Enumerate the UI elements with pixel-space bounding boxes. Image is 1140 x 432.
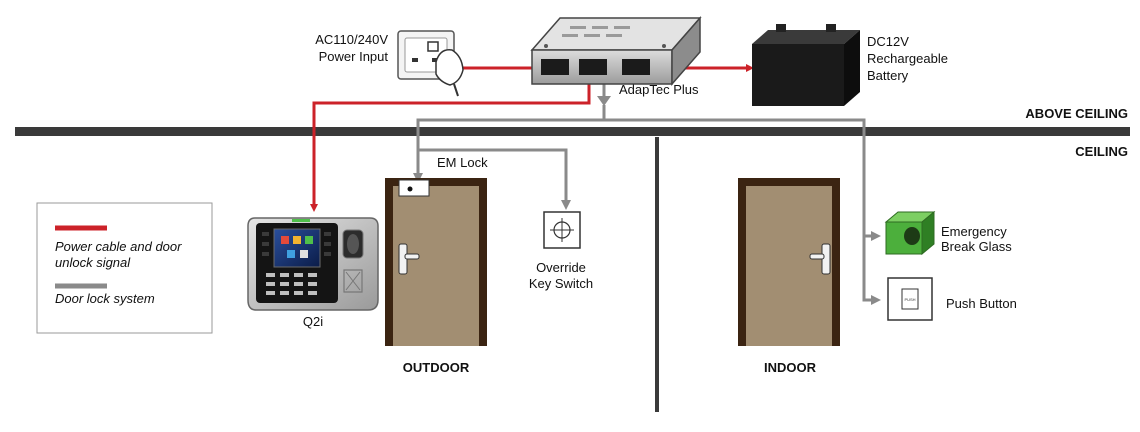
em-lock-dot bbox=[407, 186, 413, 192]
battery-label-line2: Rechargeable bbox=[867, 51, 948, 66]
door-handle-icon bbox=[398, 243, 420, 275]
emergency-label-line1: Emergency bbox=[941, 224, 1007, 239]
legend-lock-label: Door lock system bbox=[55, 291, 155, 306]
power-input-label-line2: Power Input bbox=[319, 49, 389, 64]
door-handle-icon bbox=[809, 243, 831, 275]
key-switch-icon bbox=[543, 211, 581, 249]
fingerprint-reader-icon bbox=[247, 217, 379, 311]
break-glass-icon bbox=[884, 210, 936, 256]
above-ceiling-label: ABOVE CEILING bbox=[1025, 106, 1128, 121]
push-button-label: Push Button bbox=[946, 296, 1017, 311]
emergency-label-line2: Break Glass bbox=[941, 239, 1012, 254]
power-input-label-line1: AC110/240V bbox=[315, 32, 388, 47]
indoor-label: INDOOR bbox=[764, 360, 817, 375]
ceiling-line bbox=[15, 127, 1130, 136]
battery-icon bbox=[752, 24, 860, 106]
em-lock-icon bbox=[398, 179, 430, 197]
power-plug-icon bbox=[435, 49, 464, 97]
reader-label: Q2i bbox=[303, 314, 323, 329]
legend-power-line1: Power cable and door bbox=[55, 239, 182, 254]
push-button-face-text: PUSH bbox=[904, 297, 915, 302]
override-label-line2: Key Switch bbox=[529, 276, 593, 291]
indoor-door bbox=[738, 178, 840, 346]
ceiling-label: CEILING bbox=[1075, 144, 1128, 159]
controller-label: AdapTec Plus bbox=[619, 82, 699, 97]
battery-label-line1: DC12V bbox=[867, 34, 909, 49]
em-lock-label: EM Lock bbox=[437, 155, 488, 170]
push-button-icon: PUSH bbox=[887, 277, 933, 321]
battery-label-line3: Battery bbox=[867, 68, 909, 83]
outdoor-label: OUTDOOR bbox=[403, 360, 470, 375]
legend-power-line2: unlock signal bbox=[55, 255, 131, 270]
legend: Power cable and door unlock signal Door … bbox=[36, 202, 213, 334]
outdoor-door bbox=[385, 178, 487, 346]
controller-output-arrow bbox=[597, 96, 611, 106]
controller-box-icon bbox=[530, 16, 702, 86]
override-label-line1: Override bbox=[536, 260, 586, 275]
